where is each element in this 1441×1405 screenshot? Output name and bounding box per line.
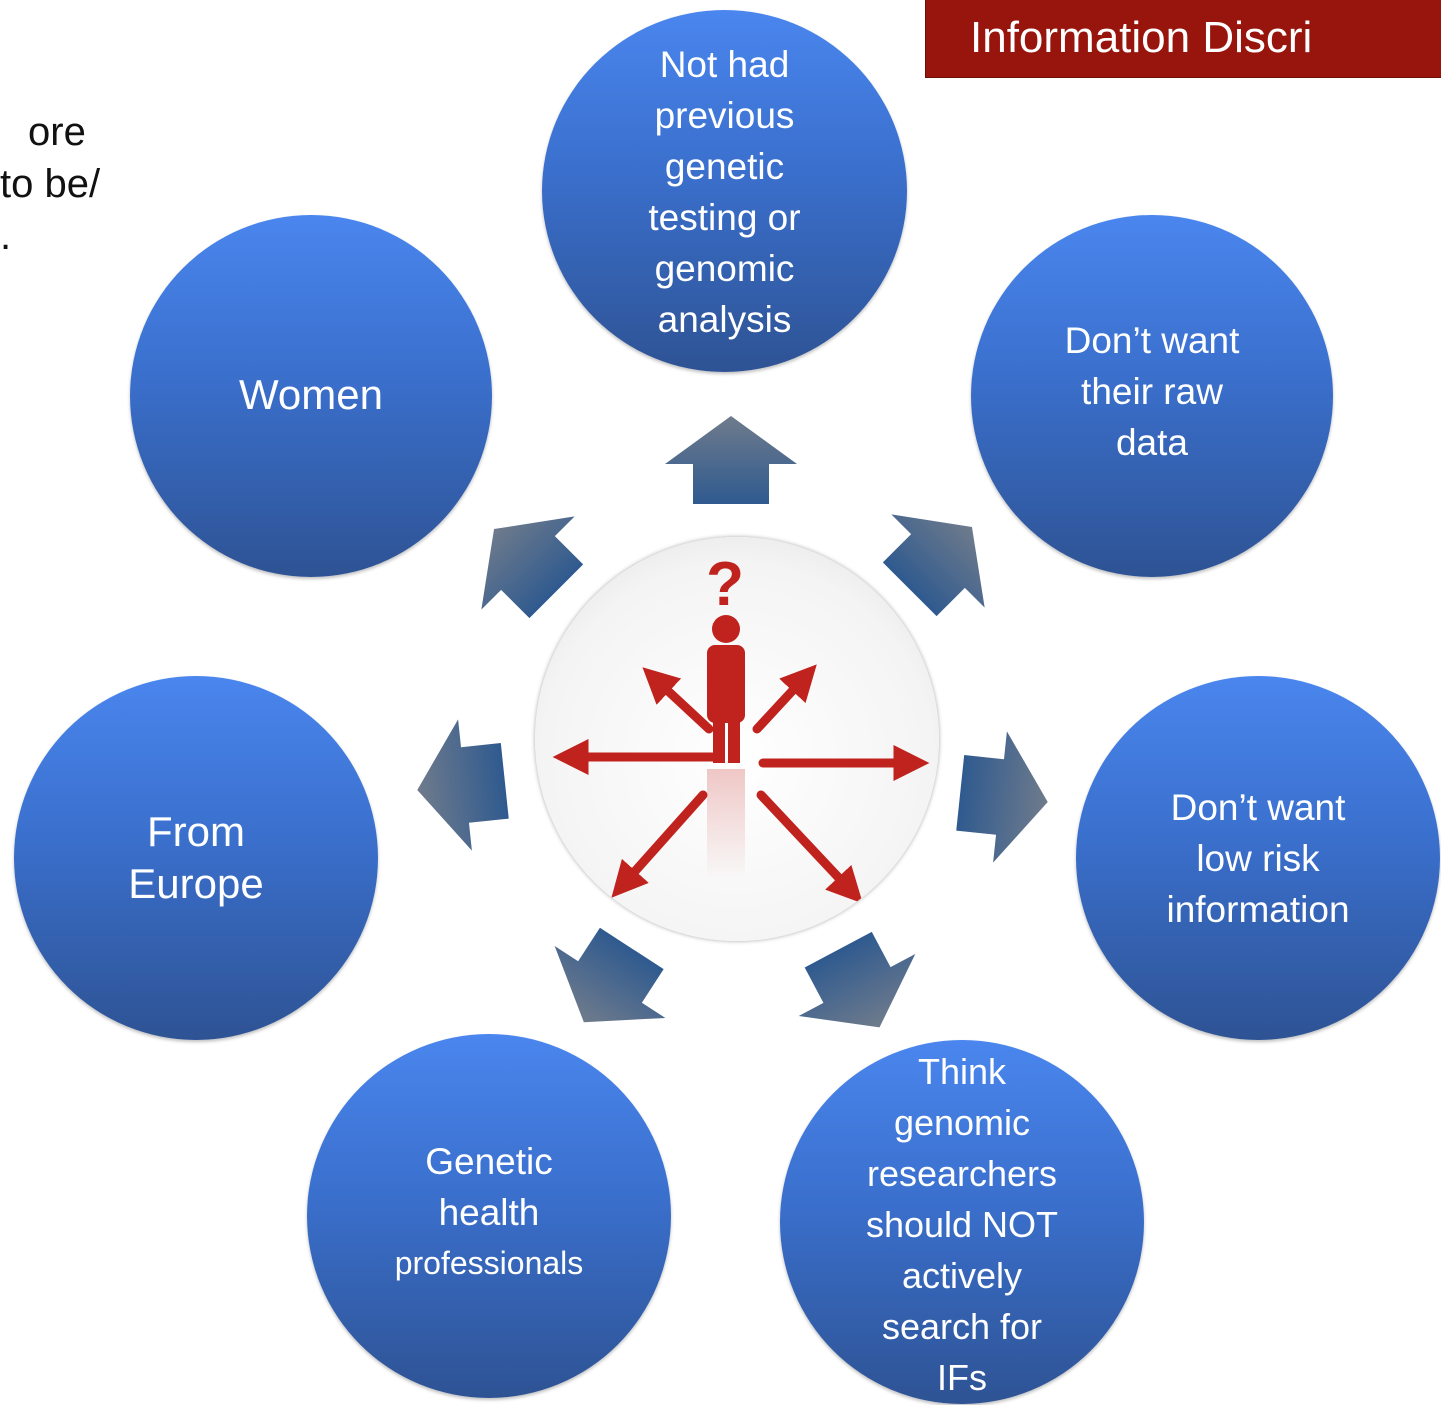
person-with-question-mark-and-arrows-icon: ?	[552, 550, 930, 904]
node-no-low-risk-info-label: Don’t want low risk information	[1166, 786, 1350, 930]
node-no-raw-data: Don’t want their raw data	[971, 215, 1333, 577]
node-genetic-health-professionals-label: Genetic health professionals	[395, 1136, 584, 1289]
clipped-body-text: ore to be/ .	[0, 106, 170, 306]
clipped-text-line-1: ore	[28, 110, 86, 154]
node-no-raw-data-label: Don’t want their raw data	[1064, 319, 1240, 463]
banner-title: Information Discri	[970, 13, 1313, 62]
arrow-right	[953, 727, 1055, 868]
node-no-previous-testing-label: Not had previous genetic testing or geno…	[648, 44, 801, 340]
node-from-europe-label: From Europe	[128, 808, 264, 907]
header-banner: Information Discri	[925, 0, 1441, 78]
clipped-text-line-3: .	[0, 214, 12, 258]
node-women-label: Women	[239, 371, 383, 418]
arrow-left	[410, 715, 512, 856]
node-women: Women	[130, 215, 492, 577]
node-no-low-risk-info: Don’t want low risk information	[1076, 676, 1440, 1040]
genetic-health-text: Genetic health	[425, 1140, 553, 1233]
node-no-active-search: Think genomic researchers should NOT act…	[780, 1040, 1144, 1404]
node-genetic-health-professionals: Genetic health professionals	[307, 1034, 671, 1398]
professionals-text: professionals	[394, 1244, 584, 1281]
svg-text:?: ?	[706, 550, 744, 619]
arrow-up	[665, 416, 797, 504]
node-no-active-search-label: Think genomic researchers should NOT act…	[865, 1050, 1059, 1398]
node-no-previous-testing: Not had previous genetic testing or geno…	[542, 10, 907, 372]
clipped-text-line-2: to be/	[0, 162, 101, 206]
center-image: ?	[535, 537, 939, 941]
node-from-europe: From Europe	[14, 676, 378, 1040]
